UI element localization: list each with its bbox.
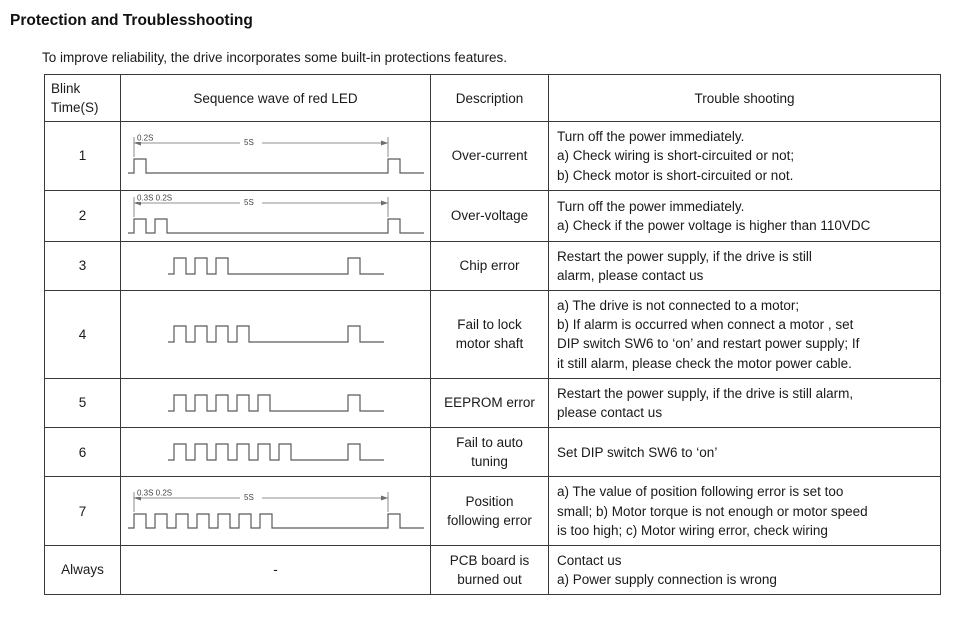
blink-time-cell: 2: [44, 189, 121, 242]
trouble-shooting-cell: a) The drive is not connected to a motor…: [548, 290, 941, 379]
page-title: Protection and Troublesshooting: [10, 12, 253, 29]
col-header-sequence-wave: Sequence wave of red LED: [120, 73, 431, 123]
led-waveform-cell: [120, 427, 431, 478]
no-waveform-dash: -: [273, 562, 278, 578]
wave-period-label: 5S: [244, 198, 254, 207]
led-waveform-cell: 0.3S 0.2S 5S: [120, 476, 431, 546]
blink-time-cell: 6: [44, 427, 121, 478]
blink-time-cell: Always: [44, 544, 121, 596]
page: Protection and Troublesshooting To impro…: [10, 12, 941, 596]
led-waveform-cell: [120, 240, 431, 292]
led-waveform: [167, 257, 384, 275]
description-cell: Fail to auto tuning: [430, 427, 549, 478]
blink-time-cell: 4: [44, 290, 121, 379]
description-cell: Over-voltage: [430, 189, 549, 242]
led-waveform: [167, 325, 384, 344]
protection-table: Blink Time(S) Sequence wave of red LED D…: [44, 73, 941, 596]
wave-period-label: 5S: [244, 138, 254, 147]
trouble-shooting-cell: Restart the power supply, if the drive i…: [548, 377, 941, 429]
trouble-shooting-cell: Contact us a) Power supply connection is…: [548, 544, 941, 596]
led-waveform-cell: 0.2S 5S: [120, 121, 431, 191]
description-cell: Position following error: [430, 476, 549, 546]
wave-pulse-width-label: 0.2S: [137, 134, 153, 143]
wave-pulse-width-label: 0.3S 0.2S: [137, 489, 172, 498]
led-waveform: [167, 394, 384, 412]
led-waveform-cell: -: [120, 544, 431, 596]
blink-time-cell: 7: [44, 476, 121, 546]
trouble-shooting-cell: a) The value of position following error…: [548, 476, 941, 546]
blink-time-cell: 5: [44, 377, 121, 429]
led-waveform-cell: [120, 290, 431, 379]
description-cell: Fail to lock motor shaft: [430, 290, 549, 379]
wave-period-label: 5S: [244, 493, 254, 502]
wave-pulse-width-label: 0.3S 0.2S: [137, 193, 172, 202]
description-cell: PCB board is burned out: [430, 544, 549, 596]
intro-text: To improve reliability, the drive incorp…: [42, 50, 507, 65]
led-waveform: 0.3S 0.2S 5S: [127, 192, 424, 234]
led-waveform: 0.2S 5S: [127, 133, 424, 174]
blink-time-cell: 3: [44, 240, 121, 292]
description-cell: Over-current: [430, 121, 549, 191]
trouble-shooting-cell: Turn off the power immediately. a) Check…: [548, 121, 941, 191]
col-header-trouble-shooting: Trouble shooting: [548, 73, 941, 123]
description-cell: Chip error: [430, 240, 549, 292]
table-header: Blink Time(S) Sequence wave of red LED D…: [44, 73, 941, 123]
trouble-shooting-cell: Turn off the power immediately. a) Check…: [548, 189, 941, 242]
led-waveform-cell: [120, 377, 431, 429]
led-waveform: [167, 443, 384, 461]
col-header-blink-time: Blink Time(S): [44, 73, 121, 123]
led-waveform-cell: 0.3S 0.2S 5S: [120, 189, 431, 242]
description-cell: EEPROM error: [430, 377, 549, 429]
led-waveform: 0.3S 0.2S 5S: [127, 488, 424, 529]
col-header-description: Description: [430, 73, 549, 123]
header-row: Blink Time(S) Sequence wave of red LED D…: [44, 73, 941, 123]
blink-time-cell: 1: [44, 121, 121, 191]
trouble-shooting-cell: Restart the power supply, if the drive i…: [548, 240, 941, 292]
trouble-shooting-cell: Set DIP switch SW6 to ‘on’: [548, 427, 941, 478]
